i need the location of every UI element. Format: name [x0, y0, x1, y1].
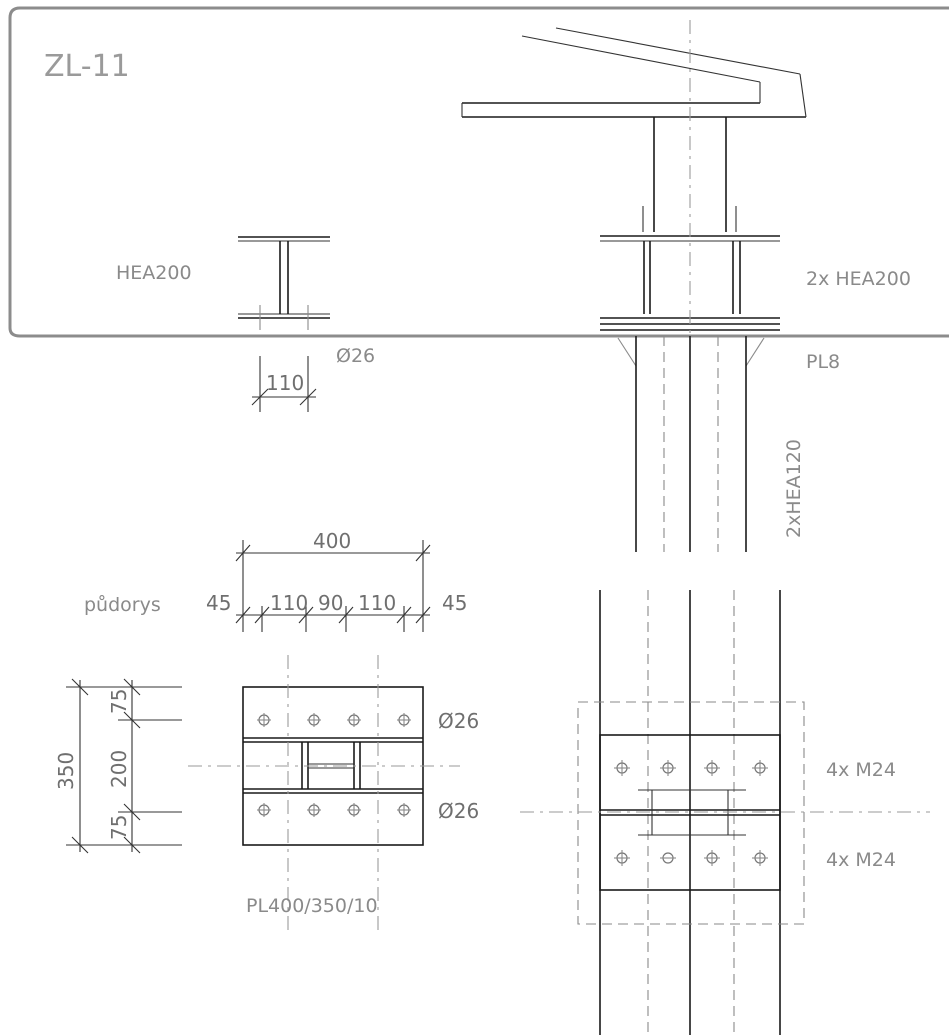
plan-dimensions-vertical [66, 678, 182, 854]
plan-dimensions-horizontal [235, 540, 431, 632]
beam-hole-dimension [251, 356, 317, 412]
beam-hole-label: Ø26 [336, 345, 375, 367]
plate-stiffeners [617, 337, 765, 367]
spacing-1-dimension: 110 [270, 591, 308, 615]
roof-beam [461, 27, 807, 118]
hole-bottom-label: Ø26 [438, 799, 479, 823]
lower-column [635, 336, 747, 552]
base-plate-label: PL400/350/10 [246, 895, 378, 917]
column-label: 2xHEA120 [783, 439, 805, 538]
hea200-section [238, 236, 330, 330]
upper-column [642, 117, 737, 232]
detail-title: ZL-11 [44, 49, 130, 84]
edge-right-dimension: 45 [442, 591, 467, 615]
beam-section-label: HEA200 [116, 262, 192, 284]
inner-height-dimension: 200 [107, 750, 131, 788]
bottom-edge-dimension: 75 [107, 815, 131, 840]
plate-height-dimension: 350 [54, 752, 78, 790]
spacing-3-dimension: 110 [358, 591, 396, 615]
anchor-bolts [614, 760, 768, 866]
beam-hole-spacing: 110 [266, 371, 304, 395]
spacing-2-dimension: 90 [318, 591, 343, 615]
plan-view-label: půdorys [84, 594, 161, 616]
bolts-top-label: 4x M24 [826, 759, 896, 781]
column-beams-label: 2x HEA200 [806, 268, 911, 290]
bolts-bottom-label: 4x M24 [826, 849, 896, 871]
plate-width-dimension: 400 [313, 529, 351, 553]
edge-left-dimension: 45 [206, 591, 231, 615]
hole-top-label: Ø26 [438, 709, 479, 733]
plan-bolt-holes [257, 713, 411, 817]
top-edge-dimension: 75 [107, 689, 131, 714]
plate-thickness-label: PL8 [806, 351, 840, 373]
detail-frame [8, 6, 949, 338]
